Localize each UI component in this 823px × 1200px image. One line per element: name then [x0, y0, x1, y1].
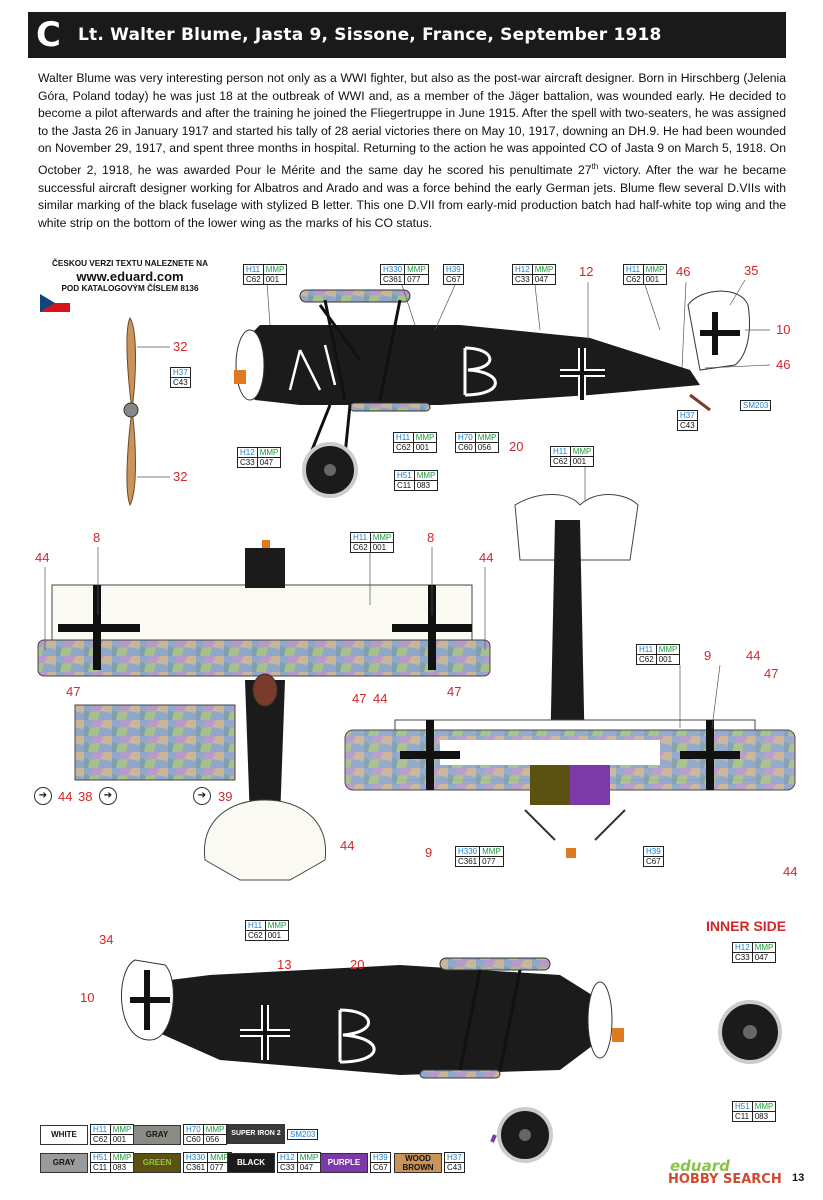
- callout-number: 38: [78, 789, 93, 804]
- czech-flag-icon: [40, 294, 70, 312]
- callout-number: 44: [340, 838, 355, 853]
- side-view-left: [234, 289, 750, 498]
- callout-number: 44: [58, 789, 73, 804]
- callout-number: 44: [746, 648, 761, 663]
- callout-number: 8: [93, 530, 101, 545]
- czech-note-line1: ČESKOU VERZI TEXTU NALEZNETE NA: [51, 259, 209, 268]
- callout-number: 10: [80, 990, 95, 1005]
- callout-number: 32: [173, 339, 188, 354]
- arrow-right-icon: ➔: [193, 787, 211, 805]
- callout-number: 9: [704, 648, 712, 663]
- callout-number: 44: [35, 550, 50, 565]
- callout-number: 46: [776, 357, 791, 372]
- top-view: [37, 540, 491, 881]
- propeller: [123, 317, 139, 507]
- callout-number: 20: [509, 439, 524, 454]
- callout-number: 32: [173, 469, 188, 484]
- bottom-view: [344, 494, 796, 858]
- scheme-letter: C: [36, 15, 61, 55]
- leader-lines: [44, 279, 771, 729]
- callout-number: 9: [425, 845, 433, 860]
- callout-number: 47: [447, 684, 462, 699]
- hobby-search-watermark: HOBBY SEARCH: [668, 1172, 782, 1187]
- callout-number: 12: [579, 264, 594, 279]
- page-header: C Lt. Walter Blume, Jasta 9, Sissone, Fr…: [28, 12, 786, 58]
- legend-item-super-iron: SUPER IRON 2 SM203: [227, 1124, 319, 1144]
- callout-number: 47: [66, 684, 81, 699]
- eduard-logo: eduard: [670, 1157, 730, 1175]
- callout-number: 44: [373, 691, 388, 706]
- callout-number: 10: [776, 322, 791, 337]
- inner-side-label: INNER SIDE: [706, 918, 787, 934]
- czech-note-url[interactable]: www.eduard.com: [76, 269, 184, 284]
- page-number: 13: [792, 1172, 805, 1184]
- biography-text: Walter Blume was very interesting person…: [38, 71, 786, 230]
- color-code-box: SM203: [740, 400, 772, 411]
- callout-number: 44: [783, 864, 798, 879]
- callout-number: 47: [764, 666, 779, 681]
- callout-number: 20: [350, 957, 365, 972]
- callout-number: 44: [479, 550, 494, 565]
- callout-number: 46: [676, 264, 691, 279]
- callout-number: 39: [218, 789, 233, 804]
- arrow-right-icon: ➔: [34, 787, 52, 805]
- callout-number: 13: [277, 957, 292, 972]
- callout-number: 35: [744, 263, 759, 278]
- callout-number: 8: [427, 530, 435, 545]
- callout-number: 47: [352, 691, 367, 706]
- czech-note-line2: POD KATALOGOVÝM ČÍSLEM 8136: [61, 284, 199, 293]
- czech-version-note: ČESKOU VERZI TEXTU NALEZNETE NA www.edua…: [40, 259, 220, 294]
- callout-number: 34: [99, 932, 114, 947]
- arrow-right-icon: ➔: [99, 787, 117, 805]
- page-title: Lt. Walter Blume, Jasta 9, Sissone, Fran…: [78, 25, 662, 45]
- side-view-right: [121, 957, 782, 1163]
